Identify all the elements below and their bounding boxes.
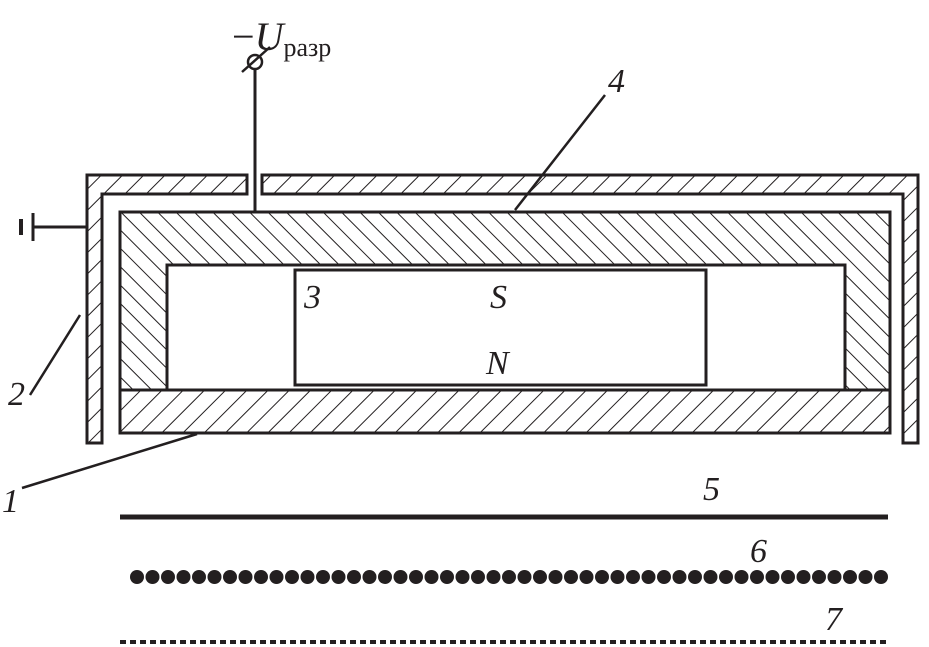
particle-dot — [579, 570, 594, 584]
particle-dot — [254, 570, 268, 584]
label-1: 1 — [2, 483, 19, 520]
particle-dot — [765, 570, 780, 584]
particle-dot — [533, 570, 547, 584]
particle-dot — [145, 570, 160, 584]
particle-dot — [393, 570, 408, 584]
particle-dot — [626, 570, 640, 584]
label-6: 6 — [750, 533, 767, 570]
particle-dot — [440, 570, 454, 584]
particle-dot — [161, 570, 175, 584]
particle-dot — [672, 570, 687, 584]
particle-dot — [316, 570, 330, 584]
terminal-slash — [241, 46, 271, 73]
label-n: N — [485, 345, 511, 382]
particle-dot — [331, 570, 346, 584]
particle-dot — [812, 570, 826, 584]
particle-dot — [548, 570, 563, 584]
particle-dot — [734, 570, 749, 584]
label-3: 3 — [303, 279, 321, 316]
particle-dot — [285, 570, 299, 584]
leader-lines — [21, 94, 606, 490]
layer-6-particles — [130, 570, 888, 584]
particle-dot — [595, 570, 609, 584]
particle-dot — [719, 570, 733, 584]
particle-dot — [750, 570, 764, 584]
particle-dot — [300, 570, 315, 584]
base-plate — [118, 388, 892, 435]
particle-dot — [269, 570, 284, 584]
particle-dot — [564, 570, 578, 584]
particle-dot — [362, 570, 377, 584]
particle-dot — [688, 570, 702, 584]
particle-dot — [455, 570, 470, 584]
particle-dot — [781, 570, 795, 584]
particle-dot — [347, 570, 361, 584]
particle-dot — [223, 570, 237, 584]
label-7: 7 — [825, 601, 844, 638]
label-2: 2 — [8, 376, 25, 413]
particle-dot — [176, 570, 191, 584]
particle-dot — [130, 570, 144, 584]
particle-dot — [378, 570, 392, 584]
ground-icon — [19, 213, 87, 241]
grounded-shield — [85, 173, 920, 445]
label-4: 4 — [608, 63, 625, 100]
particle-dot — [207, 570, 222, 584]
magnet — [293, 268, 708, 387]
particle-dot — [641, 570, 656, 584]
particle-dot — [424, 570, 439, 584]
label-5: 5 — [703, 471, 720, 508]
particle-dot — [827, 570, 842, 584]
particle-dot — [238, 570, 253, 584]
particle-dot — [703, 570, 718, 584]
particle-dot — [610, 570, 625, 584]
particle-dot — [657, 570, 671, 584]
particle-dot — [192, 570, 206, 584]
particle-dot — [843, 570, 857, 584]
particle-dot — [471, 570, 485, 584]
particle-dot — [796, 570, 811, 584]
voltage-label: −Uразр — [232, 14, 331, 62]
particle-dot — [517, 570, 532, 584]
particle-dot — [874, 570, 888, 584]
particle-dot — [502, 570, 516, 584]
label-s: S — [490, 279, 507, 316]
particle-dot — [486, 570, 501, 584]
particle-dot — [858, 570, 873, 584]
particle-dot — [409, 570, 423, 584]
